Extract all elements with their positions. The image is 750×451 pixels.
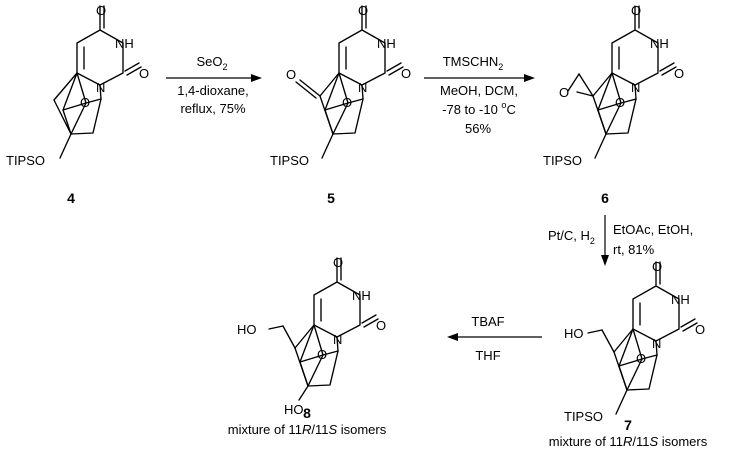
compound-4: O NH O N O TIPSO [6, 3, 149, 168]
ring-oxygen-label: O [636, 351, 646, 366]
step-3-reagent: Pt/C, H2 [548, 228, 595, 246]
compound-number-6: 6 [601, 190, 609, 206]
compound-7: O NH O N O HO TIPSO [564, 259, 705, 424]
compound-number-5: 5 [327, 190, 335, 206]
oxo-label: O [631, 3, 641, 18]
step-2-solvent: MeOH, DCM, [440, 83, 518, 98]
n1-label: N [333, 332, 342, 347]
step-2-reagent: TMSCHN2 [443, 54, 504, 72]
step-1-reagent: SeO2 [196, 54, 227, 72]
hydroxyl-label: HO [564, 326, 584, 341]
tipso-label: TIPSO [543, 153, 582, 168]
compound-8-isomer-note: mixture of 11R/11S isomers [228, 422, 387, 437]
compound-7-isomer-note: mixture of 11R/11S isomers [549, 434, 708, 449]
tipso-label: TIPSO [6, 153, 45, 168]
step-3-solvent: EtOAc, EtOH, [613, 222, 693, 237]
nh-label: NH [115, 36, 134, 51]
hydroxyl-label: HO [284, 402, 304, 417]
n1-label: N [96, 80, 105, 95]
compound-6: O NH O N O O TIPSO [543, 3, 684, 168]
step-2-temperature: -78 to -10 oC [442, 100, 516, 117]
n1-label: N [631, 80, 640, 95]
epoxide-oxygen-label: O [559, 85, 569, 100]
oxo-label: O [96, 3, 106, 18]
carbonyl-oxygen-label: O [376, 318, 386, 333]
nh-label: NH [377, 36, 396, 51]
step-1-conditions: reflux, 75% [180, 101, 245, 116]
step-1-solvent: 1,4-dioxane, [177, 83, 249, 98]
n1-label: N [358, 80, 367, 95]
step-2-yield: 56% [465, 121, 491, 136]
hydroxymethyl-label: HO [237, 322, 257, 337]
step-4-solvent: THF [475, 348, 500, 363]
oxo-label: O [358, 3, 368, 18]
step-3-arrow [601, 215, 609, 266]
n1-label: N [652, 336, 661, 351]
step-4-arrow [447, 333, 542, 341]
carbonyl-oxygen-label: O [674, 66, 684, 81]
ring-oxygen-label: O [342, 95, 352, 110]
carbonyl-oxygen-label: O [695, 322, 705, 337]
compound-5: O NH O N O O TIPSO [270, 3, 411, 168]
compound-number-8: 8 [303, 405, 311, 421]
ring-oxygen-label: O [615, 95, 625, 110]
step-3-conditions: rt, 81% [613, 242, 655, 257]
ring-oxygen-label: O [80, 95, 90, 110]
ring-oxygen-label: O [317, 347, 327, 362]
oxo-label: O [652, 259, 662, 274]
compound-8: O NH O N O HO HO [237, 255, 386, 417]
carbonyl-oxygen-label: O [139, 66, 149, 81]
ketone-oxygen-label: O [286, 67, 296, 82]
compound-number-7: 7 [624, 417, 632, 433]
step-2-arrow [424, 74, 535, 82]
oxo-label: O [333, 255, 343, 270]
carbonyl-oxygen-label: O [401, 66, 411, 81]
step-1-arrow [166, 74, 262, 82]
tipso-label: TIPSO [564, 409, 603, 424]
tipso-label: TIPSO [270, 153, 309, 168]
nh-label: NH [671, 292, 690, 307]
step-4-reagent: TBAF [471, 314, 504, 329]
compound-number-4: 4 [67, 190, 75, 206]
nh-label: NH [650, 36, 669, 51]
nh-label: NH [352, 288, 371, 303]
